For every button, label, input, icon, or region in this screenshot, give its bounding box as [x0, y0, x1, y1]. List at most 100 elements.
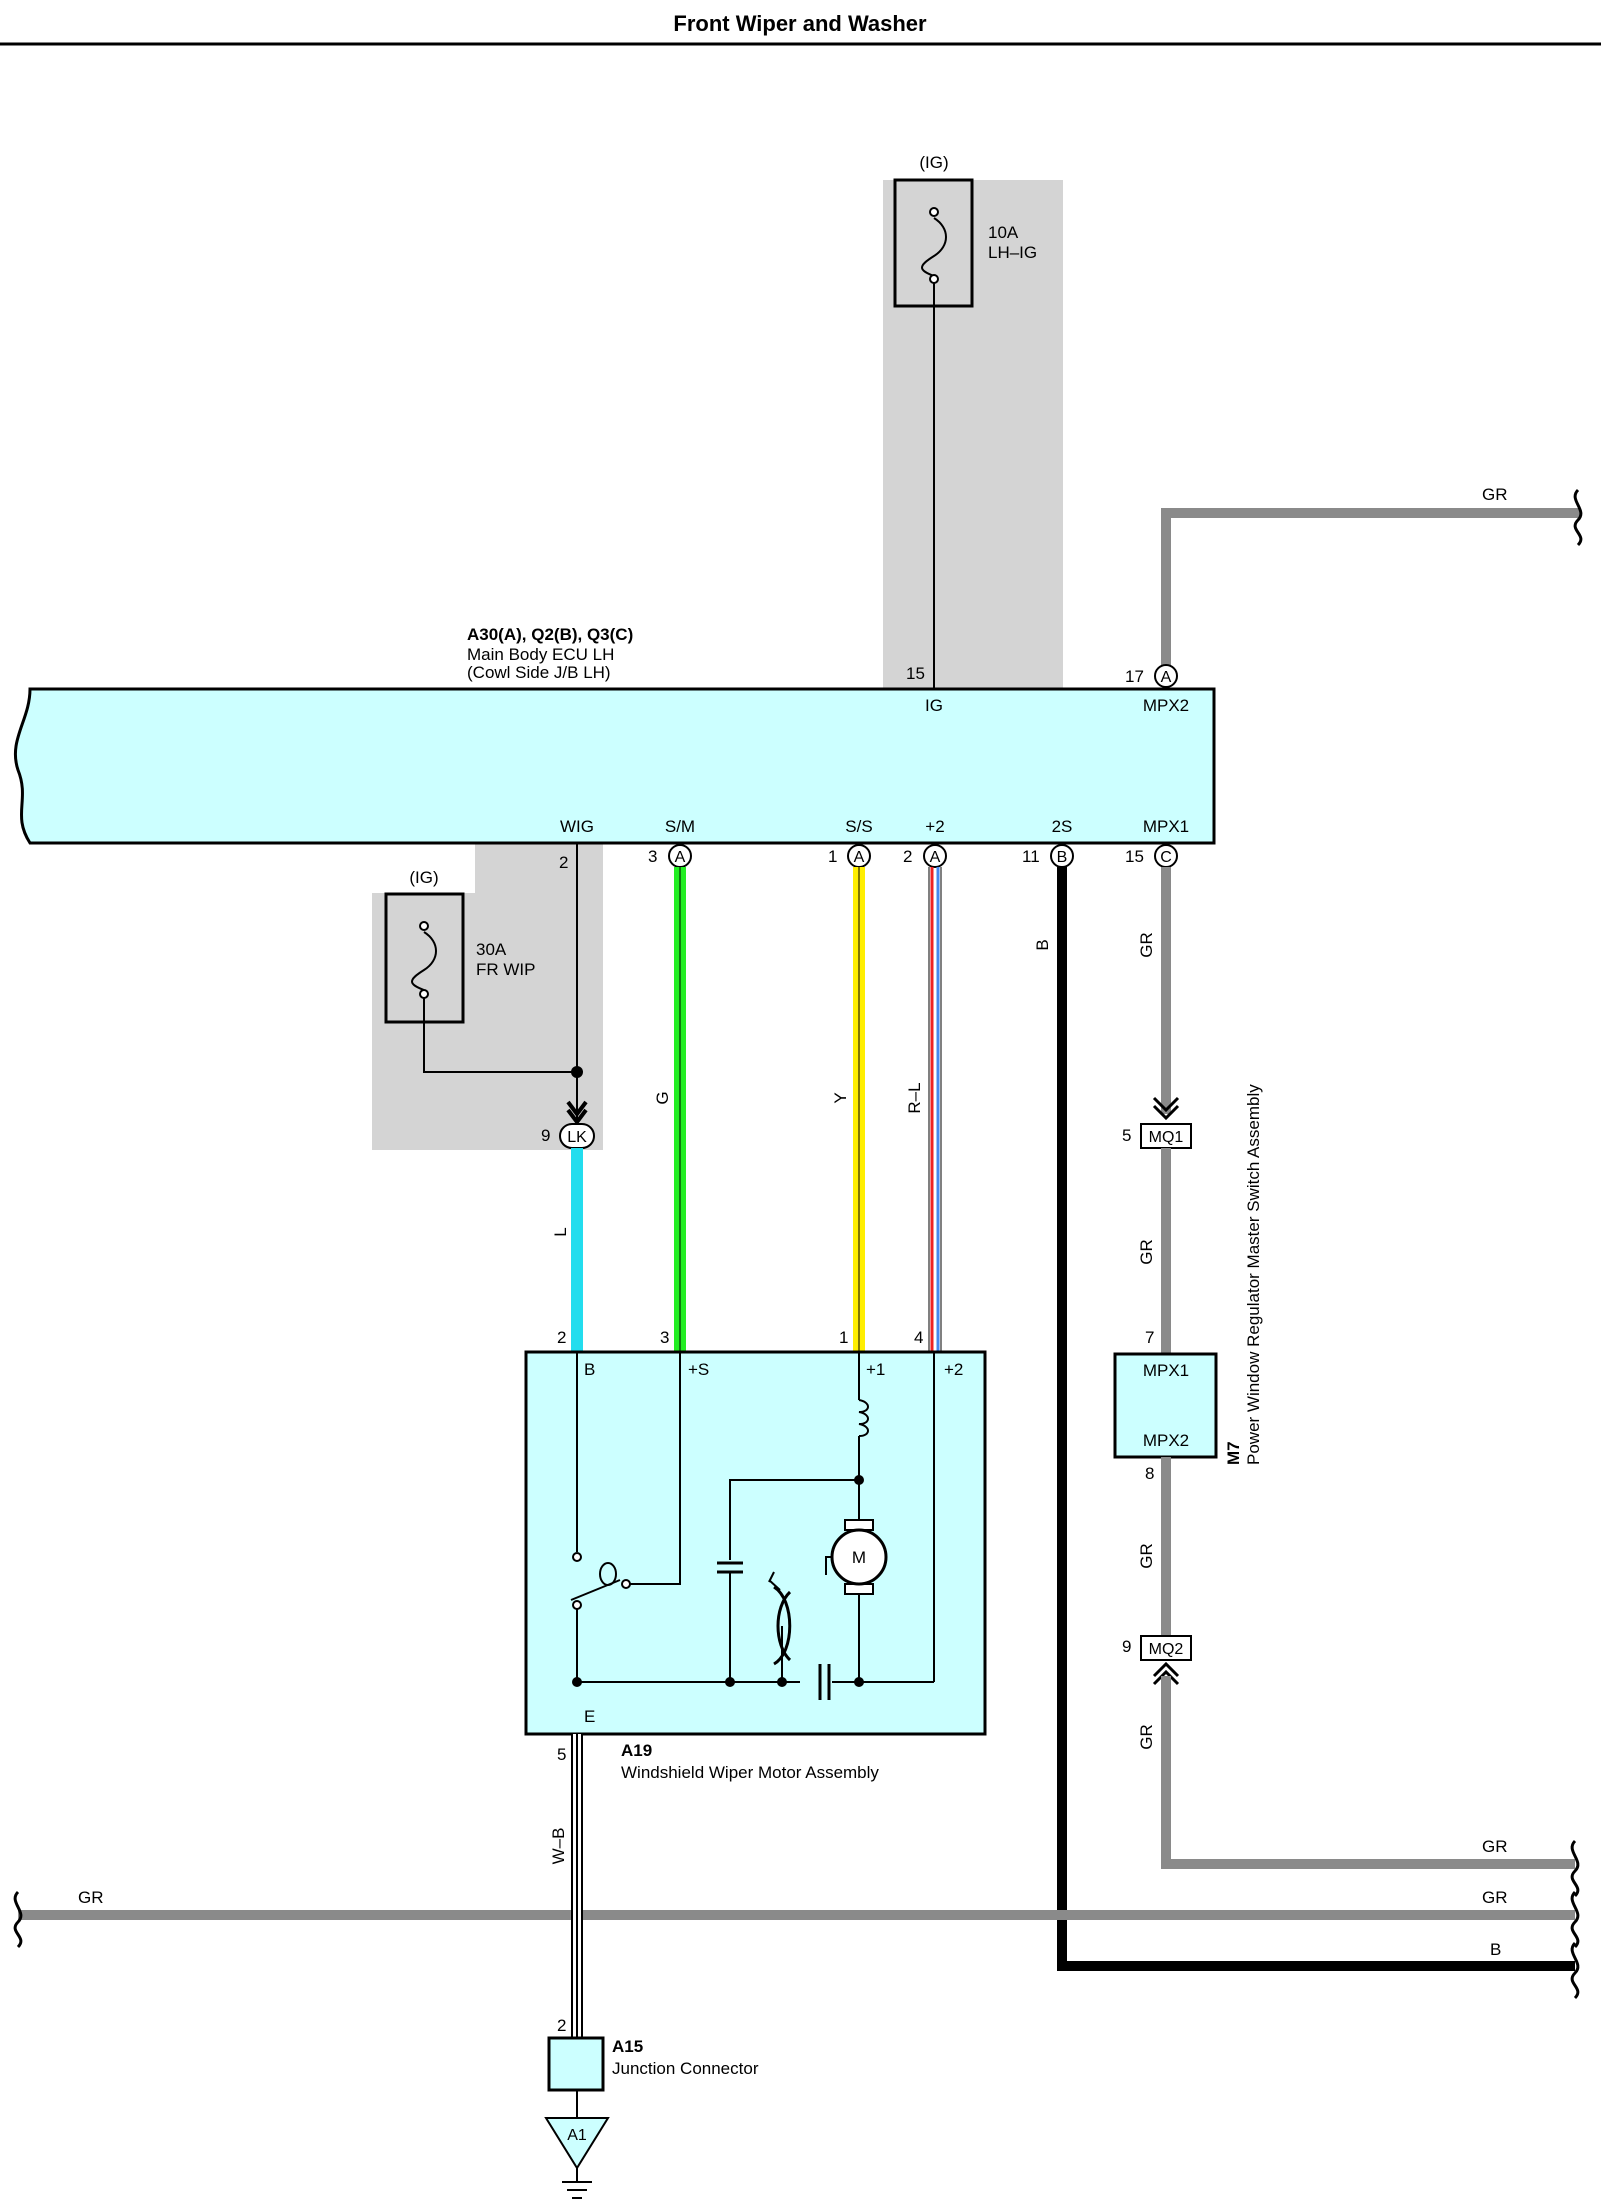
- motor-pin-p2-num: 4: [914, 1328, 923, 1347]
- splice-5: [854, 1677, 864, 1687]
- motor-pin-p1-name: +1: [866, 1360, 885, 1379]
- top-fuse-ig: (IG): [919, 153, 948, 172]
- g-wire-label: G: [653, 1091, 672, 1104]
- splice-2: [572, 1677, 582, 1687]
- pin-2s-conn-label: B: [1057, 849, 1068, 866]
- m7-name: Power Window Regulator Master Switch Ass…: [1244, 1084, 1263, 1465]
- gr-label-top: GR: [1482, 485, 1508, 504]
- m7-pin8: 8: [1145, 1464, 1154, 1483]
- a15-code: A15: [612, 2037, 643, 2056]
- motor-name: Windshield Wiper Motor Assembly: [621, 1763, 879, 1782]
- motor-pin-b-num: 2: [557, 1328, 566, 1347]
- pin-2s-name: 2S: [1052, 817, 1073, 836]
- pin-mpx2-num: 17: [1125, 667, 1144, 686]
- top-fuse-terminal: [929, 207, 939, 217]
- motor-pin-s-num: 3: [660, 1328, 669, 1347]
- mq1-connector: [1140, 1123, 1192, 1149]
- gr-wire-mq2-right: [1161, 1676, 1575, 1869]
- gr-label-v3: GR: [1137, 1543, 1156, 1569]
- pin-p2-name: +2: [925, 817, 944, 836]
- m7-mpx2: MPX2: [1143, 1431, 1189, 1450]
- mq2-connector: [1140, 1635, 1192, 1661]
- pin-wig-num: 2: [559, 853, 568, 872]
- mq2-name: MQ2: [1149, 1641, 1184, 1658]
- gr-break-r1: [1570, 1839, 1580, 1898]
- mq1-arrow: [1152, 1096, 1180, 1121]
- l-wire-label: L: [551, 1227, 570, 1236]
- m7-pin7: 7: [1145, 1328, 1154, 1347]
- pin-sm-name: S/M: [665, 817, 695, 836]
- a15-pin: 2: [557, 2016, 566, 2035]
- m7-code: M7: [1224, 1441, 1243, 1465]
- gr-label-v2: GR: [1137, 1239, 1156, 1265]
- mq2-pin: 9: [1122, 1637, 1131, 1656]
- motor-pin-s-name: +S: [688, 1360, 709, 1379]
- top-fuse-name: LH–IG: [988, 243, 1037, 262]
- lk-pin: 9: [541, 1126, 550, 1145]
- left-fuse-terminal-2: [419, 989, 429, 999]
- motor-pin-b-name: B: [584, 1360, 595, 1379]
- top-fuse-element: [921, 217, 947, 277]
- a15-name: Junction Connector: [612, 2059, 759, 2078]
- pin-p2-conn: [923, 844, 947, 868]
- pin-sm-conn-label: A: [675, 849, 686, 866]
- ecu-code: A30(A), Q2(B), Q3(C): [467, 625, 633, 644]
- ground-name: A1: [567, 2127, 587, 2144]
- wig-splice: [571, 1066, 583, 1078]
- pin-ss-num: 1: [828, 847, 837, 866]
- pin-2s-num: 11: [1022, 847, 1040, 866]
- mq1-name: MQ1: [1149, 1129, 1184, 1146]
- top-fuse-terminal-2: [929, 274, 939, 284]
- gr-break-left: [13, 1890, 23, 1949]
- a15-connector: [547, 2036, 605, 2092]
- motor-symbol: [830, 1528, 888, 1586]
- splice-4: [777, 1677, 787, 1687]
- gr-label-v1: GR: [1137, 932, 1156, 958]
- gr-break-r2: [1570, 1890, 1580, 1949]
- b-wire: [1057, 867, 1575, 1971]
- motor-pin-e-num: 5: [557, 1745, 566, 1764]
- ecu-name: Main Body ECU LH: [467, 645, 614, 664]
- y-wire-label: Y: [831, 1092, 850, 1103]
- pin-ig-num: 15: [906, 664, 925, 683]
- b-label-right: B: [1490, 1940, 1501, 1959]
- splice-3: [725, 1677, 735, 1687]
- splice-1: [854, 1475, 864, 1485]
- motor-internal-circuit: [570, 1352, 935, 1700]
- left-fuse-ig: (IG): [409, 868, 438, 887]
- left-fuse-terminal: [419, 921, 429, 931]
- pin-ss-conn-label: A: [854, 849, 865, 866]
- motor-letter: M: [852, 1548, 866, 1567]
- rl-wire-label: R–L: [905, 1082, 924, 1113]
- pin-mpx2-name: MPX2: [1143, 696, 1189, 715]
- motor-box: [524, 1350, 987, 1736]
- gr-label-r2: GR: [1482, 1888, 1508, 1907]
- motor-code: A19: [621, 1741, 652, 1760]
- pin-ss-name: S/S: [845, 817, 872, 836]
- b-wire-label: B: [1033, 939, 1052, 950]
- gr-break-top: [1573, 488, 1583, 547]
- pin-ig-name: IG: [925, 696, 943, 715]
- top-fuse-amp: 10A: [988, 223, 1019, 242]
- pin-mpx1-conn-label: C: [1160, 849, 1172, 866]
- pin-sm-num: 3: [648, 847, 657, 866]
- pin-p2-conn-label: A: [930, 849, 941, 866]
- b-break: [1570, 1941, 1580, 2000]
- gr-label-left: GR: [78, 1888, 104, 1907]
- left-fuse-element: [411, 931, 437, 991]
- m7-mpx1: MPX1: [1143, 1361, 1189, 1380]
- mq1-pin: 5: [1122, 1126, 1131, 1145]
- diagram-title: Front Wiper and Washer: [673, 11, 927, 36]
- motor-pin-p1-num: 1: [839, 1328, 848, 1347]
- left-fuse-amp: 30A: [476, 940, 507, 959]
- ecu-box: [13, 687, 1216, 845]
- pin-p2-num: 2: [903, 847, 912, 866]
- gr-label-v4: GR: [1137, 1724, 1156, 1750]
- motor-pin-p2-name: +2: [944, 1360, 963, 1379]
- pin-wig-name: WIG: [560, 817, 594, 836]
- wb-wire-label: W–B: [549, 1828, 568, 1865]
- ecu-sub: (Cowl Side J/B LH): [467, 663, 611, 682]
- left-fuse-shade: [475, 843, 603, 895]
- ground-triangle: [544, 2117, 610, 2170]
